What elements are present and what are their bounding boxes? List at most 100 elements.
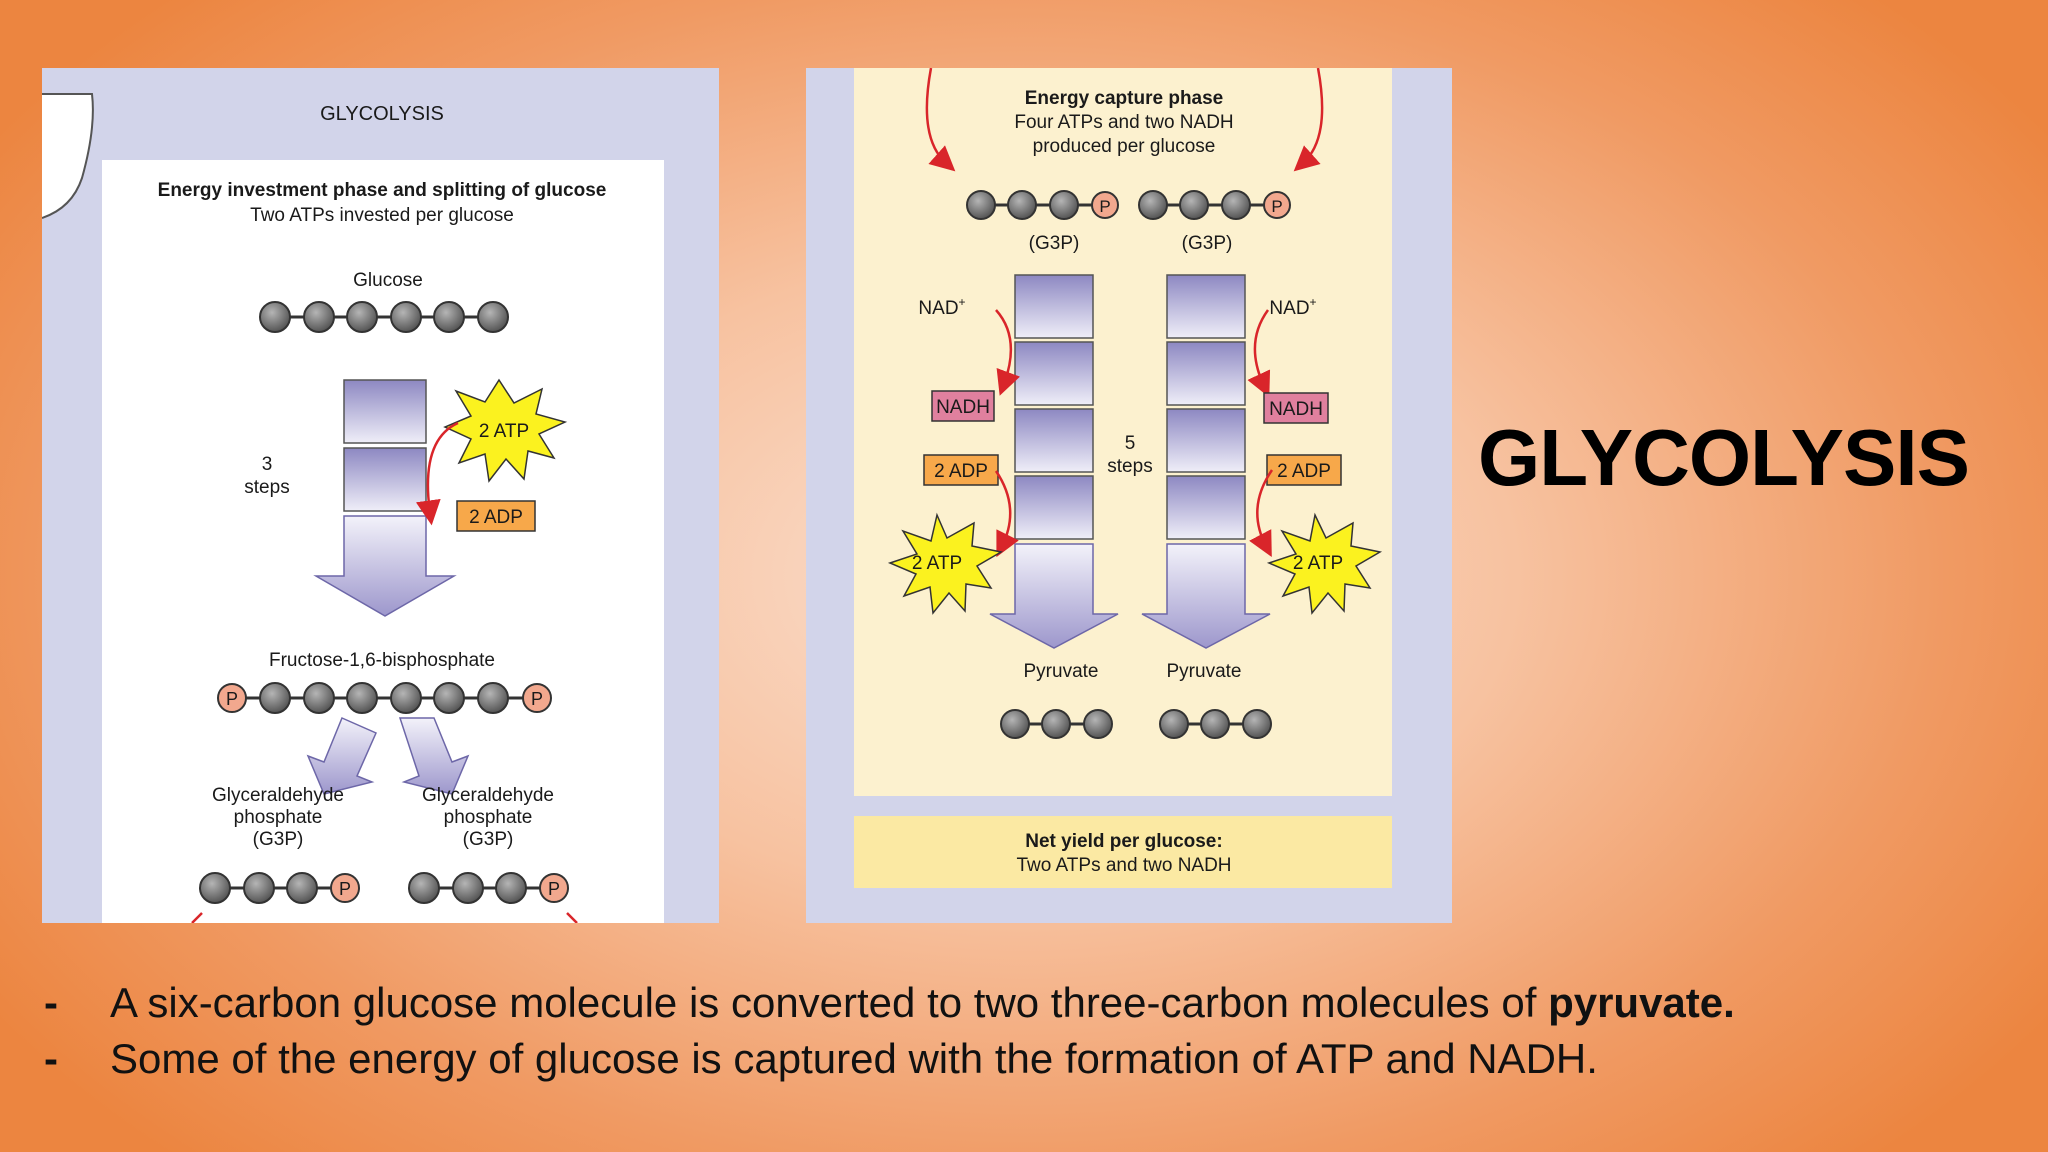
adp-box: 2 ADP bbox=[456, 500, 536, 532]
carbon-atom bbox=[1242, 709, 1272, 739]
bullet-text: Some of the energy of glucose is capture… bbox=[110, 1035, 1598, 1082]
phosphate-label: P bbox=[339, 879, 351, 899]
carbon-atom bbox=[1221, 190, 1251, 220]
phosphate-label: P bbox=[1099, 197, 1110, 216]
g3p-name-line: Glyceraldehyde bbox=[212, 785, 344, 806]
fructose-bisphosphate-label: Fructose-1,6-bisphosphate bbox=[269, 650, 495, 671]
step-box bbox=[1166, 408, 1246, 473]
carbon-atom bbox=[966, 190, 996, 220]
incoming-arrow-left bbox=[925, 68, 956, 172]
g3p-name-line: phosphate bbox=[234, 807, 323, 828]
g3p-label: (G3P) bbox=[1182, 233, 1233, 254]
figure-header: GLYCOLYSIS bbox=[320, 103, 444, 125]
carbon-atom bbox=[408, 872, 440, 904]
carbon-atom bbox=[199, 872, 231, 904]
carbon-atom bbox=[1200, 709, 1230, 739]
slide-title: GLYCOLYSIS bbox=[1478, 413, 1970, 502]
g3p-abbrev: (G3P) bbox=[463, 829, 514, 850]
adp-box-right: 2 ADP bbox=[1266, 454, 1342, 486]
carbon-atom bbox=[390, 682, 422, 714]
pyruvate-label-right: Pyruvate bbox=[1167, 661, 1242, 682]
atp-label: 2 ATP bbox=[1293, 553, 1343, 574]
bullet-marker: - bbox=[44, 979, 58, 1026]
phosphate-group bbox=[522, 683, 552, 713]
g3p-molecule-right: P bbox=[408, 872, 569, 904]
carbon-atom bbox=[1138, 190, 1168, 220]
nadh-box-left: NADH bbox=[931, 390, 995, 422]
nadh-label: NADH bbox=[1269, 399, 1323, 420]
adp-label: 2 ADP bbox=[1277, 461, 1331, 482]
net-yield-box bbox=[854, 816, 1392, 888]
carbon-atom bbox=[1041, 709, 1071, 739]
step-box bbox=[343, 447, 427, 512]
nadh-box-right: NADH bbox=[1263, 392, 1329, 424]
g3p-molecule-right: P bbox=[1138, 190, 1291, 220]
atp-capture-burst-right: 2 ATP bbox=[1266, 512, 1383, 615]
carbon-atom bbox=[259, 301, 291, 333]
g3p-label: (G3P) bbox=[1029, 233, 1080, 254]
carbon-atom bbox=[433, 682, 465, 714]
step-box bbox=[1014, 341, 1094, 406]
net-yield-text: Two ATPs and two NADH bbox=[1016, 855, 1231, 876]
step-box bbox=[1014, 274, 1094, 339]
carbon-atom bbox=[433, 301, 465, 333]
pyruvate-molecule-right bbox=[1159, 709, 1272, 739]
incoming-arrow-right bbox=[1293, 68, 1324, 172]
carbon-atom bbox=[477, 682, 509, 714]
net-yield-title: Net yield per glucose: bbox=[1025, 831, 1222, 852]
phosphate-label: P bbox=[226, 689, 238, 709]
beaker-outline-decoration bbox=[42, 93, 94, 219]
phosphate-group bbox=[1091, 191, 1119, 219]
phosphate-group bbox=[539, 873, 569, 903]
carbon-atom bbox=[452, 872, 484, 904]
glucose-molecule bbox=[259, 301, 509, 333]
carbon-atom bbox=[346, 682, 378, 714]
continuation-arrow bbox=[191, 912, 203, 923]
g3p-abbrev: (G3P) bbox=[253, 829, 304, 850]
atp-to-adp-arrow bbox=[415, 421, 459, 526]
phosphate-group bbox=[330, 873, 360, 903]
glycolysis-investment-figure: GLYCOLYSIS Energy investment phase and s… bbox=[42, 68, 719, 923]
carbon-atom bbox=[243, 872, 275, 904]
pyruvate-molecule-left bbox=[1000, 709, 1113, 739]
carbon-atom bbox=[303, 301, 335, 333]
adp-box-left: 2 ADP bbox=[923, 454, 999, 486]
g3p-molecule-left: P bbox=[966, 190, 1119, 220]
step-box bbox=[343, 379, 427, 444]
fructose-bisphosphate-molecule: P P bbox=[217, 682, 552, 714]
carbon-atom bbox=[1179, 190, 1209, 220]
carbon-atom bbox=[390, 301, 422, 333]
carbon-atom bbox=[346, 301, 378, 333]
atp-label: 2 ATP bbox=[479, 421, 529, 442]
step-box bbox=[1166, 274, 1246, 339]
capture-phase-title: Energy capture phase bbox=[1025, 88, 1224, 109]
continuation-arrow bbox=[566, 912, 578, 923]
nad-to-nadh-arrow-right bbox=[1247, 309, 1271, 398]
carbon-atom bbox=[495, 872, 527, 904]
carbon-atom bbox=[1159, 709, 1189, 739]
capture-phase-line: Four ATPs and two NADH bbox=[1014, 112, 1233, 133]
g3p-name-line: Glyceraldehyde bbox=[422, 785, 554, 806]
carbon-atom bbox=[1083, 709, 1113, 739]
carbon-atom bbox=[286, 872, 318, 904]
bullet-marker: - bbox=[44, 1035, 58, 1082]
carbon-atom bbox=[1049, 190, 1079, 220]
bullet-item: - Some of the energy of glucose is captur… bbox=[42, 1031, 2032, 1087]
steps-count: 3 bbox=[262, 454, 273, 475]
pathway-arrow-right bbox=[1141, 543, 1271, 649]
pyruvate-label-left: Pyruvate bbox=[1024, 661, 1099, 682]
adp-label: 2 ADP bbox=[934, 461, 988, 482]
glycolysis-capture-figure: Energy capture phase Four ATPs and two N… bbox=[806, 68, 1452, 923]
capture-phase-line: produced per glucose bbox=[1033, 136, 1216, 157]
g3p-label-right: Glyceraldehyde phosphate (G3P) bbox=[422, 785, 554, 850]
carbon-atom bbox=[1000, 709, 1030, 739]
adp-to-atp-arrow-left bbox=[994, 470, 1019, 558]
nad-label-right: NAD+ bbox=[1269, 295, 1316, 319]
phosphate-group bbox=[1263, 191, 1291, 219]
g3p-molecule-left: P bbox=[199, 872, 360, 904]
nadh-label: NADH bbox=[936, 397, 990, 418]
atp-investment-burst: 2 ATP bbox=[443, 378, 568, 483]
adp-label: 2 ADP bbox=[469, 507, 523, 528]
glucose-label: Glucose bbox=[353, 270, 423, 291]
step-box bbox=[1014, 475, 1094, 540]
